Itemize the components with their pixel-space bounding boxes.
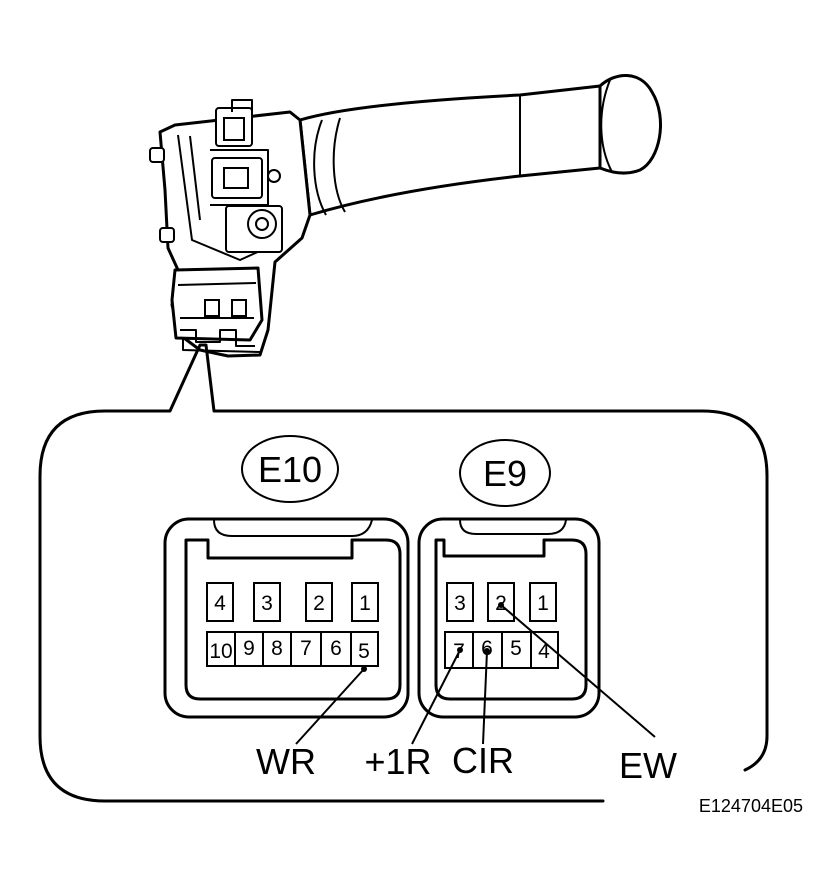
e10-pin-label: 2 bbox=[313, 592, 325, 615]
e9-pin-label: 3 bbox=[454, 592, 466, 615]
e10-pin-label: 7 bbox=[300, 637, 312, 660]
signal-label-wr: WR bbox=[256, 741, 316, 782]
connector-e9-id: E9 bbox=[483, 453, 527, 494]
e10-pin-label: 10 bbox=[209, 640, 232, 663]
connector-e10-face: 4 3 2 1 10 9 8 7 6 5 bbox=[163, 517, 410, 719]
e10-pin-label: 3 bbox=[261, 592, 273, 615]
e10-pin-label: 1 bbox=[359, 592, 371, 615]
reference-code: E124704E05 bbox=[699, 796, 803, 816]
signal-label-plus1r: +1R bbox=[364, 741, 431, 782]
signal-label-ew: EW bbox=[619, 745, 677, 786]
e9-pin-label: 4 bbox=[538, 640, 550, 663]
connector-e10-id: E10 bbox=[258, 449, 322, 490]
e10-pin-label: 6 bbox=[330, 637, 342, 660]
leader-lines bbox=[295, 602, 656, 745]
signal-label-cir: CIR bbox=[452, 740, 514, 781]
e9-pin-label: 5 bbox=[510, 637, 522, 660]
connector-e10-bubble bbox=[241, 435, 339, 503]
connector-e9-face: 3 2 1 7 6 5 4 bbox=[417, 517, 601, 719]
connector-e9-bubble bbox=[459, 439, 551, 507]
e10-pin-label: 5 bbox=[358, 640, 370, 663]
e10-pin-label: 8 bbox=[271, 637, 283, 660]
combination-switch-illustration bbox=[149, 74, 662, 358]
e10-pin-label: 9 bbox=[243, 637, 255, 660]
e10-pin-label: 4 bbox=[214, 592, 226, 615]
callout-frame bbox=[38, 343, 769, 803]
e9-pin-label: 1 bbox=[537, 592, 549, 615]
